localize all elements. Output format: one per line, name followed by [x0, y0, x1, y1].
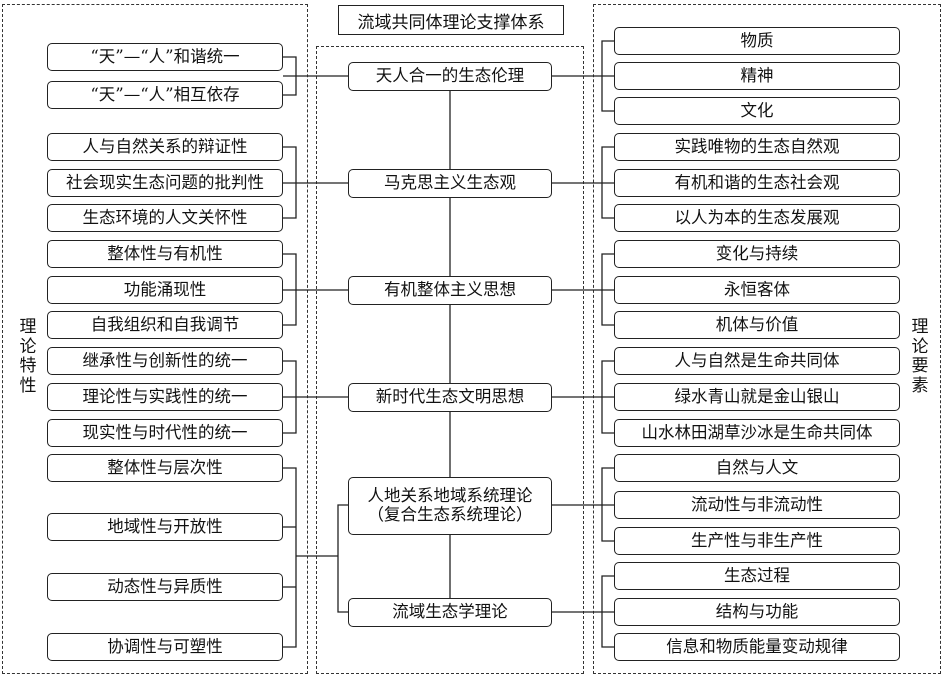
left-characteristic-box: “天”—“人”和谐统一	[47, 43, 283, 71]
diagram-title: 流域共同体理论支撑体系	[338, 5, 564, 35]
left-side-label: 理 论 特 性	[18, 317, 38, 396]
right-element-box: 物质	[614, 27, 900, 55]
right-element-box: 生产性与非生产性	[614, 527, 900, 555]
left-characteristic-box: 动态性与异质性	[47, 573, 283, 601]
left-characteristic-box: 继承性与创新性的统一	[47, 347, 283, 375]
center-theory-box: 有机整体主义思想	[348, 276, 552, 305]
right-element-box: 文化	[614, 97, 900, 125]
center-region-frame	[316, 46, 584, 674]
bracket-right-4	[601, 360, 614, 434]
bracket-left-2	[283, 146, 297, 219]
bracket-left-5	[283, 467, 297, 648]
left-label-char: 论	[19, 336, 37, 357]
right-side-label: 理 论 要 素	[910, 317, 930, 396]
left-characteristic-box: “天”—“人”相互依存	[47, 81, 283, 109]
left-characteristic-box: 自我组织和自我调节	[47, 311, 283, 339]
center-theory-box: 新时代生态文明思想	[348, 383, 552, 412]
center-theory-line: 人地关系地域系统理论	[367, 486, 533, 506]
right-element-box: 永恒客体	[614, 276, 900, 304]
bracket-left-1	[283, 56, 297, 96]
right-element-box: 山水林田湖草沙冰是生命共同体	[614, 419, 900, 447]
center-theory-box: 马克思主义生态观	[348, 169, 552, 198]
right-region-frame	[593, 4, 941, 674]
fork-center-5-6	[337, 504, 348, 613]
right-label-char: 理	[911, 317, 929, 337]
right-element-box: 自然与人文	[614, 454, 900, 482]
center-theory-box: 人地关系地域系统理论 （复合生态系统理论）	[348, 477, 552, 535]
right-element-box: 信息和物质能量变动规律	[614, 633, 900, 661]
right-element-box: 实践唯物的生态自然观	[614, 133, 900, 161]
left-label-char: 特	[19, 356, 37, 377]
right-element-box: 变化与持续	[614, 240, 900, 268]
left-characteristic-box: 现实性与时代性的统一	[47, 419, 283, 447]
right-element-box: 生态过程	[614, 562, 900, 590]
right-element-box: 有机和谐的生态社会观	[614, 169, 900, 197]
left-characteristic-box: 整体性与层次性	[47, 454, 283, 482]
right-label-char: 论	[911, 336, 929, 357]
bracket-right-2	[601, 146, 614, 219]
left-region-frame	[2, 4, 308, 674]
left-characteristic-box: 协调性与可塑性	[47, 633, 283, 661]
left-characteristic-box: 生态环境的人文关怀性	[47, 204, 283, 232]
bracket-right-3	[601, 253, 614, 326]
left-characteristic-box: 社会现实生态问题的批判性	[47, 169, 283, 197]
right-label-char: 要	[911, 356, 929, 377]
left-characteristic-box: 理论性与实践性的统一	[47, 383, 283, 411]
right-element-box: 机体与价值	[614, 311, 900, 339]
right-element-box: 以人为本的生态发展观	[614, 204, 900, 232]
bracket-right-6	[601, 575, 614, 648]
left-label-char: 理	[19, 317, 37, 337]
right-element-box: 绿水青山就是金山银山	[614, 383, 900, 411]
bracket-right-1	[601, 40, 614, 112]
left-characteristic-box: 人与自然关系的辩证性	[47, 133, 283, 161]
right-element-box: 精神	[614, 62, 900, 90]
center-theory-box: 天人合一的生态伦理	[348, 62, 552, 91]
right-element-box: 流动性与非流动性	[614, 491, 900, 519]
left-label-char: 性	[19, 375, 37, 396]
center-theory-line: （复合生态系统理论）	[367, 505, 533, 524]
bracket-right-5	[601, 467, 614, 542]
right-element-box: 人与自然是生命共同体	[614, 347, 900, 375]
left-characteristic-box: 整体性与有机性	[47, 240, 283, 268]
bracket-left-3	[283, 253, 297, 326]
right-label-char: 素	[911, 375, 929, 396]
right-element-box: 结构与功能	[614, 598, 900, 626]
center-theory-box: 流域生态学理论	[348, 598, 552, 627]
left-characteristic-box: 地域性与开放性	[47, 513, 283, 541]
bracket-left-4	[283, 360, 297, 434]
left-characteristic-box: 功能涌现性	[47, 276, 283, 304]
